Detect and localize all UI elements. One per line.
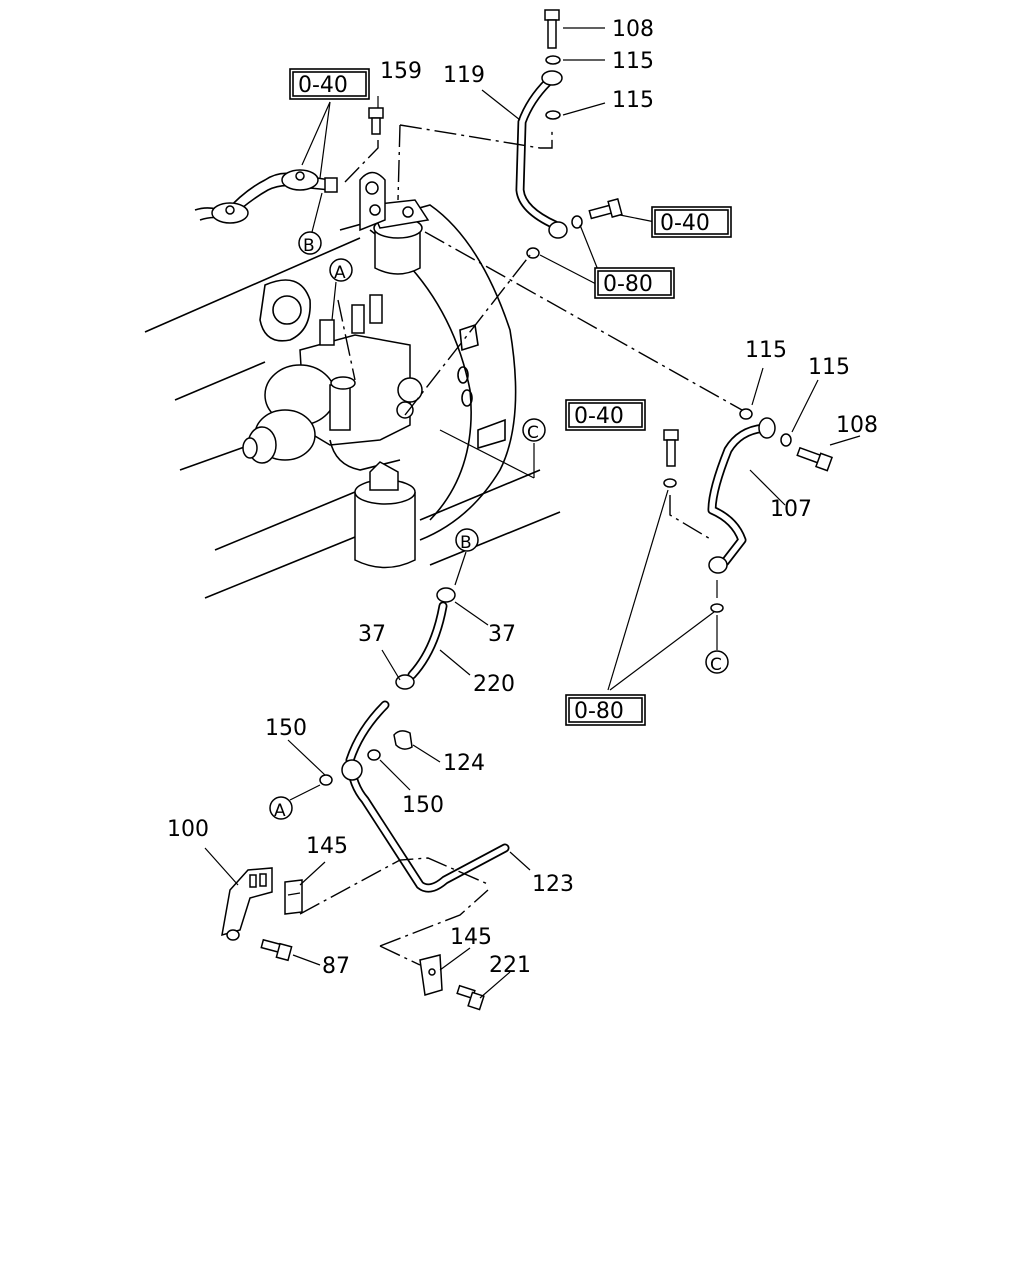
callout-145-b: 145 — [450, 925, 492, 950]
callout-107: 107 — [770, 497, 812, 522]
engine-block — [144, 171, 561, 599]
circle-letter-a-top: A — [334, 263, 346, 283]
callout-108-right: 108 — [836, 413, 878, 438]
callout-87: 87 — [322, 954, 350, 979]
callout-115-c: 115 — [745, 338, 787, 363]
callout-150-a: 150 — [265, 716, 307, 741]
circle-letter-b-top: B — [303, 236, 315, 256]
callout-145-a: 145 — [306, 834, 348, 859]
pipe-107 — [663, 408, 833, 613]
callout-37-a: 37 — [358, 622, 386, 647]
ref-box-040-top: 0-40 — [298, 73, 348, 98]
bolt-108-top — [544, 9, 561, 120]
ref-box-080-mid: 0-80 — [603, 272, 653, 297]
bolt-159 — [368, 107, 384, 135]
leader-lines — [204, 27, 861, 999]
circled-letters: A B C B C A — [269, 231, 729, 821]
callout-108-top: 108 — [612, 17, 654, 42]
callout-124: 124 — [443, 751, 485, 776]
pipe-119 — [515, 70, 568, 239]
bolt-040-right — [526, 198, 623, 259]
circle-letter-a-bottom: A — [274, 801, 286, 821]
pipe-123 — [319, 700, 510, 893]
callout-115-d: 115 — [808, 355, 850, 380]
callout-220: 220 — [473, 672, 515, 697]
circle-letter-c-bottom: C — [710, 655, 722, 675]
clip-145-b — [419, 954, 485, 1011]
ref-box-040-mid: 0-40 — [574, 404, 624, 429]
harness-top-left — [194, 169, 338, 224]
ref-box-040-right: 0-40 — [660, 211, 710, 236]
callout-115-a: 115 — [612, 49, 654, 74]
callout-119: 119 — [443, 63, 485, 88]
callout-123: 123 — [532, 872, 574, 897]
callout-100: 100 — [167, 817, 209, 842]
boxed-refs: 0-40 0-40 0-80 0-40 0-80 — [289, 68, 732, 726]
circle-letter-c-top: C — [527, 423, 539, 443]
dash-lines — [299, 124, 743, 966]
ref-box-080-bottom: 0-80 — [574, 699, 624, 724]
circle-letter-b-bottom: B — [460, 533, 472, 553]
callout-115-b: 115 — [612, 88, 654, 113]
callout-37-b: 37 — [488, 622, 516, 647]
callout-150-b: 150 — [402, 793, 444, 818]
bracket-100 — [221, 867, 293, 962]
callout-159: 159 — [380, 59, 422, 84]
callout-labels: 108 115 119 115 159 115 115 108 107 37 3… — [167, 17, 878, 979]
callout-221: 221 — [489, 953, 531, 978]
clip-145-a — [284, 879, 303, 915]
hose-220 — [395, 587, 456, 690]
